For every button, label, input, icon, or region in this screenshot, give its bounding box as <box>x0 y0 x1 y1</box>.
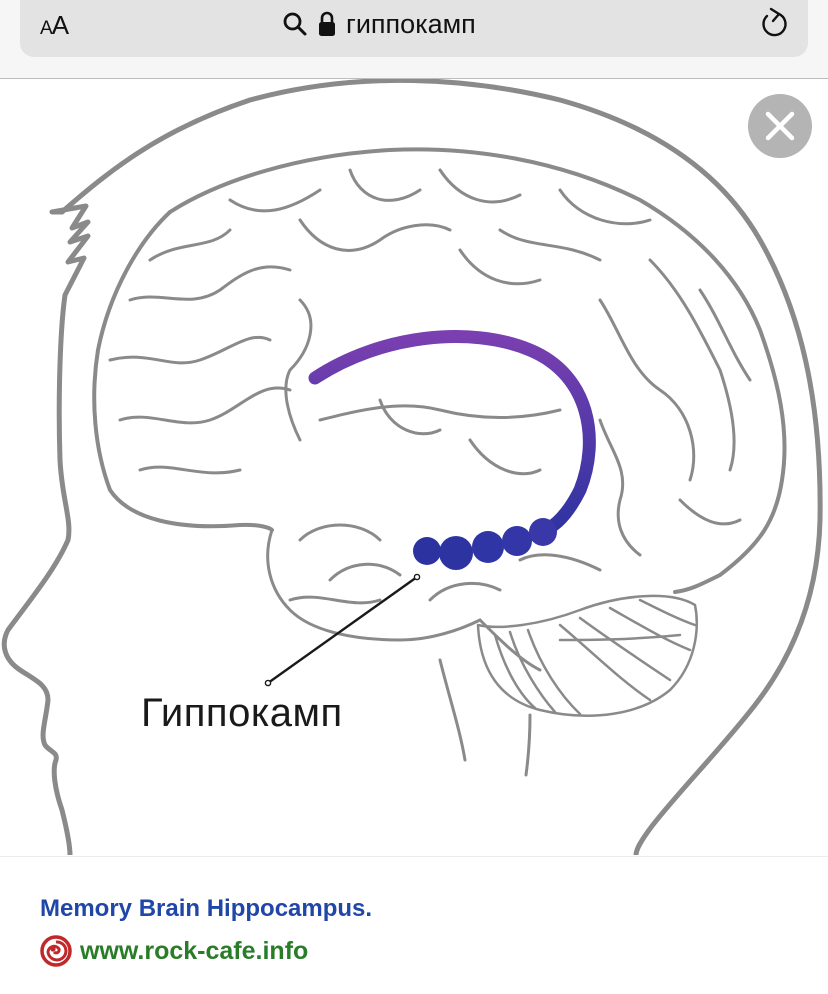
head-outline <box>1 77 823 858</box>
temporal-lobe <box>266 523 602 672</box>
brain-outline <box>92 147 787 594</box>
hippocampus <box>308 330 596 570</box>
text-size-button[interactable]: AA <box>40 10 69 41</box>
browser-toolbar: AA гиппокамп <box>0 0 828 79</box>
result-source-url: www.rock-cafe.info <box>80 936 309 965</box>
hippocampus-label: Гиппокамп <box>141 691 343 735</box>
close-preview-button[interactable] <box>748 94 812 158</box>
reload-button[interactable] <box>758 6 792 49</box>
address-display[interactable]: гиппокамп <box>282 6 476 42</box>
search-query-text: гиппокамп <box>346 8 476 39</box>
text-size-large-glyph: A <box>51 10 69 40</box>
result-caption: Memory Brain Hippocampus. www.rock-cafe.… <box>0 856 828 994</box>
brain-gyri <box>108 168 752 557</box>
close-icon <box>765 111 795 141</box>
spiral-favicon-icon <box>40 935 72 967</box>
cerebellum <box>476 594 698 717</box>
brain-diagram <box>1 77 823 858</box>
lock-icon <box>318 11 336 37</box>
result-title-link[interactable]: Memory Brain Hippocampus. <box>40 895 373 922</box>
text-size-small-glyph: A <box>40 18 53 39</box>
image-preview: Гиппокамп <box>0 77 828 858</box>
result-source-link[interactable]: www.rock-cafe.info <box>40 935 308 967</box>
leader-line <box>264 573 421 687</box>
reload-icon <box>762 7 787 37</box>
search-icon <box>282 11 308 37</box>
brain-stem <box>438 658 532 777</box>
address-bar[interactable]: AA гиппокамп <box>20 0 808 57</box>
